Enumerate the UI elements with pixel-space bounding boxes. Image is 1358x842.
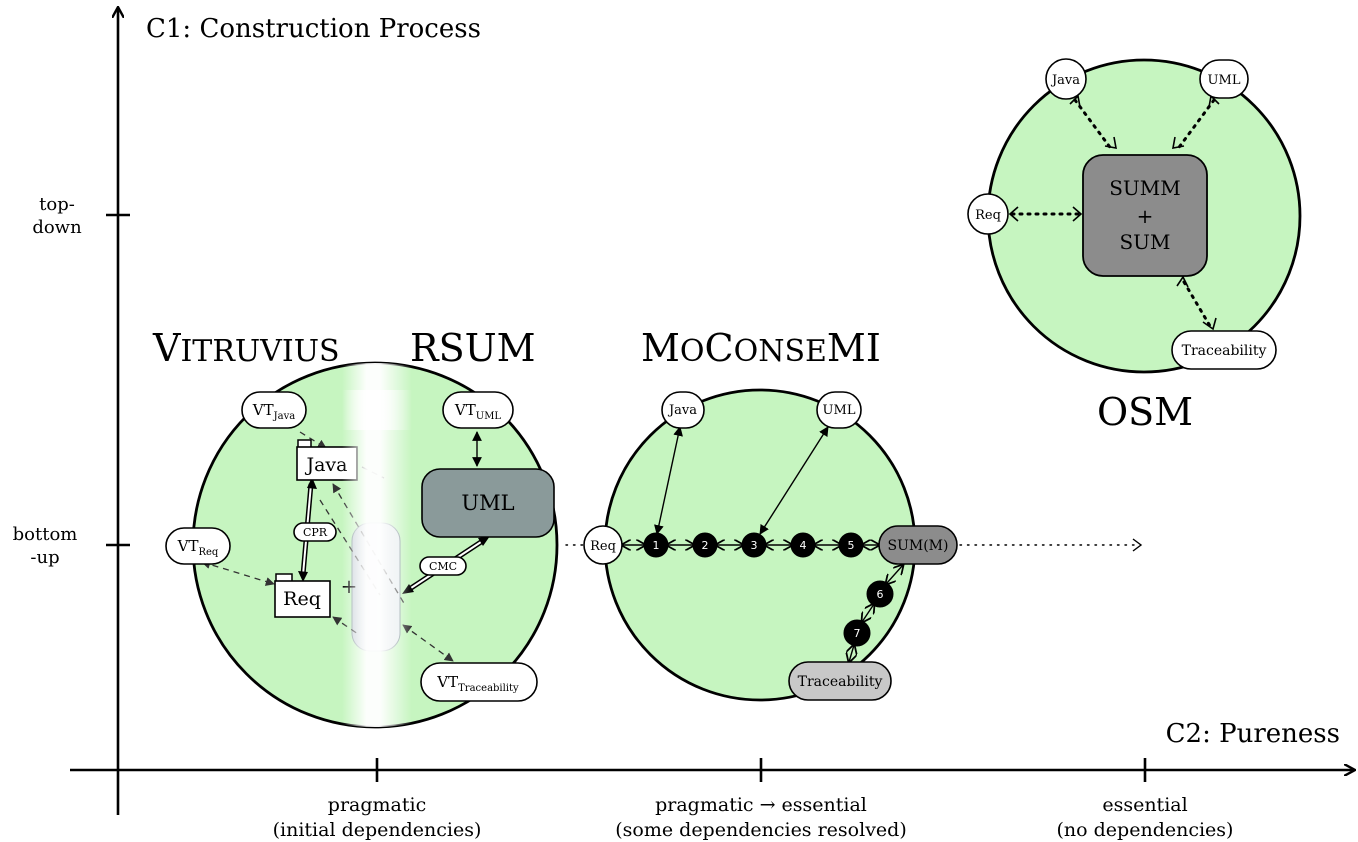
step-5-node [838, 532, 864, 558]
step-6-label: 6 [877, 588, 884, 601]
osm-traceability-relation [1182, 280, 1212, 328]
cmc-label-pill [419, 556, 467, 576]
osm-traceability-arrow-in [1176, 275, 1189, 288]
osm-java-node [1045, 58, 1087, 100]
osm-uml-arrow-in [1172, 136, 1185, 149]
osm-req-arrow-out [1008, 206, 1019, 222]
osm-traceability-node [1171, 330, 1277, 370]
vt-traceability-node [420, 662, 538, 702]
y-axis-title: C1: Construction Process [146, 14, 481, 44]
osm-core-line2: + [1137, 204, 1154, 228]
x-tick-label-pragmatic-1: pragmatic [328, 794, 426, 816]
vt-traceability-label: VTTraceability [436, 673, 519, 694]
osm-java-label: Java [1050, 73, 1080, 88]
axes: C1: Construction Process C2: Pureness to… [13, 8, 1354, 841]
step-4-label: 4 [800, 539, 807, 552]
rsum-uml-box [421, 468, 555, 538]
x-tick-label-pragmatic-essential-2: (some dependencies resolved) [615, 819, 907, 841]
moconsemi-uml-step3 [759, 426, 829, 535]
moconsemi-uml-node [816, 391, 862, 429]
chain-summ-6 [886, 565, 903, 584]
osm-java-relation [1073, 98, 1114, 152]
osm-uml-node [1199, 59, 1249, 99]
step-7-node [843, 619, 871, 647]
vitruvius-req-folder [274, 580, 331, 618]
x-tick-label-pragmatic-2: (initial dependencies) [273, 819, 482, 841]
x-tick-label-essential-1: essential [1102, 794, 1187, 816]
cpr-label: CPR [303, 526, 328, 539]
moconsemi-group: MOCONSEMI Req Java UML 1 [565, 326, 1143, 702]
cpr-label-pill [293, 522, 337, 542]
x-tick-label-essential-2: (no dependencies) [1057, 819, 1234, 841]
sum-m-label: SUM(M) [888, 538, 949, 554]
x-axis-title: C2: Pureness [1166, 719, 1340, 749]
osm-group: SUMM + SUM Java UML Req Traceability OSM [967, 58, 1302, 434]
moconsemi-java-label: Java [667, 403, 697, 418]
y-tick-label-bottom-up-2: -up [30, 547, 59, 568]
vitruvius-java-label: Java [304, 454, 347, 476]
moconsemi-dotted-arrowhead [1132, 538, 1143, 552]
step-3-node [741, 532, 767, 558]
chain-7-traceability [849, 645, 854, 662]
vt-java-label: VTJava [252, 401, 295, 422]
osm-traceability-label: Traceability [1182, 343, 1267, 359]
vitruvius-title: VITRUVIUS [152, 326, 340, 370]
y-tick-label-top-down-2: down [32, 217, 82, 238]
osm-req-label: Req [975, 208, 1001, 223]
vt-req-node [165, 527, 231, 565]
x-tick-label-pragmatic-essential-1: pragmatic → essential [655, 794, 867, 816]
osm-core-line1: SUMM [1109, 176, 1181, 200]
moconsemi-traceability-node [788, 661, 892, 701]
rsum-uml-label: UML [461, 491, 514, 515]
vitruvius-rsum-fade-top [342, 390, 412, 430]
cpr-arrowhead-up [307, 477, 317, 489]
moconsemi-title: MOCONSEMI [641, 326, 881, 370]
osm-req-node [967, 193, 1009, 235]
y-tick-label-bottom-up-1: bottom [13, 524, 78, 545]
osm-core-line3: SUM [1119, 230, 1170, 254]
moconsemi-uml-label: UML [823, 403, 856, 418]
vt-java-node [241, 391, 307, 429]
osm-title: OSM [1097, 390, 1193, 434]
dep-java-to-vtjava [299, 431, 327, 449]
step-4-node [790, 532, 816, 558]
osm-summ-sum-box [1082, 154, 1208, 277]
osm-req-arrow-in [1072, 206, 1083, 222]
cmc-label: CMC [429, 560, 457, 573]
step-7-label: 7 [854, 627, 861, 640]
moconsemi-req-label: Req [590, 539, 616, 554]
step-1-node [643, 532, 669, 558]
moconsemi-chain [622, 545, 903, 662]
y-tick-label-top-down-1: top- [39, 194, 75, 215]
step-5-label: 5 [848, 539, 855, 552]
dep-vtreq-req [201, 560, 275, 586]
step-1-label: 1 [653, 539, 660, 552]
osm-java-arrow-out [1069, 94, 1081, 108]
moconsemi-traceability-label: Traceability [798, 674, 883, 690]
rsum-title: RSUM [410, 326, 536, 370]
cmc-arrowhead-2 [478, 536, 490, 546]
vt-uml-label: VTUML [454, 401, 502, 422]
cpr-arrowhead-down [298, 571, 308, 582]
step-2-node [692, 532, 718, 558]
osm-uml-label: UML [1208, 73, 1241, 88]
vitruvius-rsum-group: VITRUVIUS RSUM + UML Java [152, 326, 559, 729]
vitruvius-req-label: Req [283, 588, 321, 610]
step-3-label: 3 [751, 539, 758, 552]
moconsemi-java-step1 [654, 426, 683, 535]
moconsemi-req-node [583, 525, 623, 565]
vt-req-label: VTReq [177, 537, 219, 558]
osm-traceability-arrow-out [1202, 317, 1217, 331]
osm-java-arrow-in [1104, 136, 1117, 149]
sum-m-node [878, 525, 958, 565]
vt-uml-node [442, 391, 514, 429]
osm-uml-relation [1175, 98, 1216, 152]
step-2-label: 2 [702, 539, 709, 552]
step-6-node [866, 580, 894, 608]
chain-6-7 [862, 604, 874, 622]
moconsemi-java-node [661, 391, 705, 429]
